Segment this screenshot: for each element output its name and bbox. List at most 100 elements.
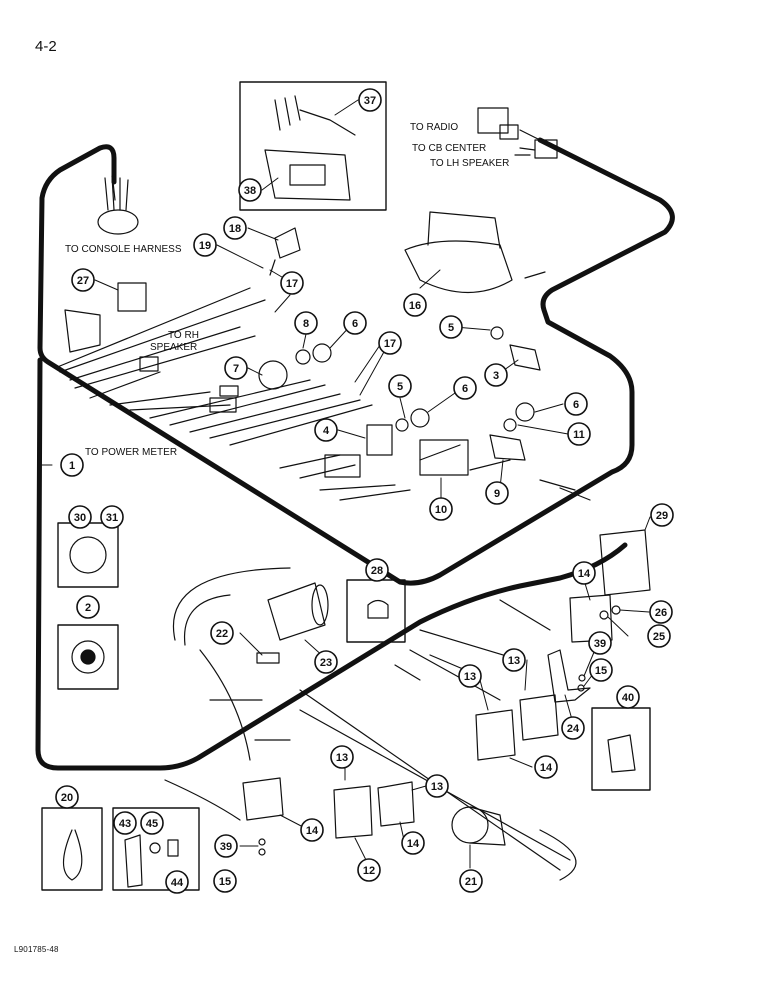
callout-8: 8 bbox=[294, 311, 318, 335]
callout-circle bbox=[588, 631, 612, 655]
main-harness-outline bbox=[37, 137, 675, 586]
callout-number: 20 bbox=[61, 792, 73, 804]
callout-circle bbox=[300, 818, 324, 842]
callout-13d: 13 bbox=[425, 774, 449, 798]
callout-38: 38 bbox=[238, 178, 262, 202]
callout-number: 14 bbox=[540, 762, 553, 774]
callout-number: 11 bbox=[573, 429, 585, 441]
strap-20 bbox=[62, 829, 83, 881]
callout-7: 7 bbox=[224, 356, 248, 380]
callout-circle bbox=[485, 481, 509, 505]
callout-number: 5 bbox=[448, 322, 454, 334]
switch-7 bbox=[258, 360, 288, 390]
clamp-43 bbox=[124, 834, 143, 888]
callout-circle bbox=[280, 271, 304, 295]
nut-5a bbox=[490, 326, 504, 340]
callout-26: 26 bbox=[649, 600, 673, 624]
callout-10: 10 bbox=[429, 497, 453, 521]
beacon-body bbox=[469, 806, 506, 846]
callout-circle bbox=[210, 621, 234, 645]
callout-number: 13 bbox=[464, 671, 476, 683]
bezel-opening bbox=[289, 164, 326, 186]
callout-circle bbox=[650, 503, 674, 527]
callout-20: 20 bbox=[55, 785, 79, 809]
bezel-38 bbox=[264, 149, 351, 201]
callout-circle bbox=[647, 624, 671, 648]
console-harness-connector bbox=[97, 209, 139, 235]
callout-17a: 17 bbox=[280, 271, 304, 295]
bracket-18 bbox=[274, 227, 301, 259]
callout-15a: 15 bbox=[589, 658, 613, 682]
callout-circle bbox=[214, 834, 238, 858]
callout-21: 21 bbox=[459, 869, 483, 893]
callout-22: 22 bbox=[210, 621, 234, 645]
nut-26 bbox=[611, 605, 621, 615]
callout-number: 37 bbox=[364, 95, 376, 107]
callout-9: 9 bbox=[485, 481, 509, 505]
callout-circle bbox=[365, 558, 389, 582]
dome-light-16 bbox=[404, 240, 513, 293]
bushing-6a bbox=[312, 343, 332, 363]
callout-circle bbox=[314, 418, 338, 442]
clip-28 bbox=[367, 599, 389, 619]
bracket-24 bbox=[547, 649, 591, 703]
callout-3: 3 bbox=[484, 363, 508, 387]
callout-number: 26 bbox=[655, 607, 667, 619]
callout-circle bbox=[224, 356, 248, 380]
figure-id: L901785-48 bbox=[14, 945, 59, 954]
work-lamp-c bbox=[475, 709, 516, 761]
callout-14b: 14 bbox=[534, 755, 558, 779]
callout-circle bbox=[439, 315, 463, 339]
callout-31: 31 bbox=[100, 505, 124, 529]
callout-circle bbox=[294, 311, 318, 335]
callout-24: 24 bbox=[561, 716, 585, 740]
label-to-lh-speaker: TO LH SPEAKER bbox=[430, 158, 509, 169]
work-lamp-e bbox=[333, 785, 373, 839]
lh-speaker-connector bbox=[534, 139, 558, 159]
inset-box-20 bbox=[41, 807, 103, 891]
callout-number: 22 bbox=[216, 628, 228, 640]
callout-13a: 13 bbox=[502, 648, 526, 672]
callout-12: 12 bbox=[357, 858, 381, 882]
washer-39a bbox=[578, 674, 586, 682]
callout-number: 24 bbox=[567, 723, 580, 735]
work-lamp-d bbox=[377, 781, 415, 827]
callout-circle bbox=[378, 331, 402, 355]
callout-number: 7 bbox=[233, 363, 239, 375]
callout-number: 3 bbox=[493, 370, 499, 382]
callout-number: 19 bbox=[199, 240, 211, 252]
callout-44: 44 bbox=[165, 870, 189, 894]
connector-b bbox=[219, 385, 239, 397]
label-to-radio: TO RADIO bbox=[410, 122, 458, 133]
callout-13c: 13 bbox=[330, 745, 354, 769]
screw-44 bbox=[167, 839, 179, 857]
callout-number: 43 bbox=[119, 818, 131, 830]
callout-number: 13 bbox=[508, 655, 520, 667]
callout-number: 39 bbox=[594, 638, 606, 650]
connector-d bbox=[139, 356, 159, 372]
callout-circle bbox=[616, 685, 640, 709]
callout-number: 17 bbox=[286, 278, 298, 290]
callout-number: 6 bbox=[462, 383, 468, 395]
callout-2: 2 bbox=[76, 595, 100, 619]
work-lamp-f bbox=[242, 777, 284, 821]
callout-number: 16 bbox=[409, 300, 421, 312]
connector-a bbox=[209, 397, 237, 413]
callout-circle bbox=[561, 716, 585, 740]
connector-c bbox=[324, 454, 361, 478]
callout-number: 14 bbox=[306, 825, 319, 837]
lower-wires bbox=[164, 567, 577, 881]
callout-number: 23 bbox=[320, 657, 332, 669]
callout-25: 25 bbox=[647, 624, 671, 648]
callout-circle bbox=[358, 88, 382, 112]
callout-number: 4 bbox=[323, 425, 330, 437]
callout-circle bbox=[165, 870, 189, 894]
callout-circle bbox=[589, 658, 613, 682]
callout-14c: 14 bbox=[300, 818, 324, 842]
label-to-rh-speaker-line1: TO RH bbox=[168, 330, 199, 341]
callout-number: 30 bbox=[74, 512, 86, 524]
clamp-40 bbox=[607, 734, 636, 773]
callout-number: 6 bbox=[573, 399, 579, 411]
grommet-hole bbox=[80, 649, 96, 665]
callout-number: 10 bbox=[435, 504, 447, 516]
